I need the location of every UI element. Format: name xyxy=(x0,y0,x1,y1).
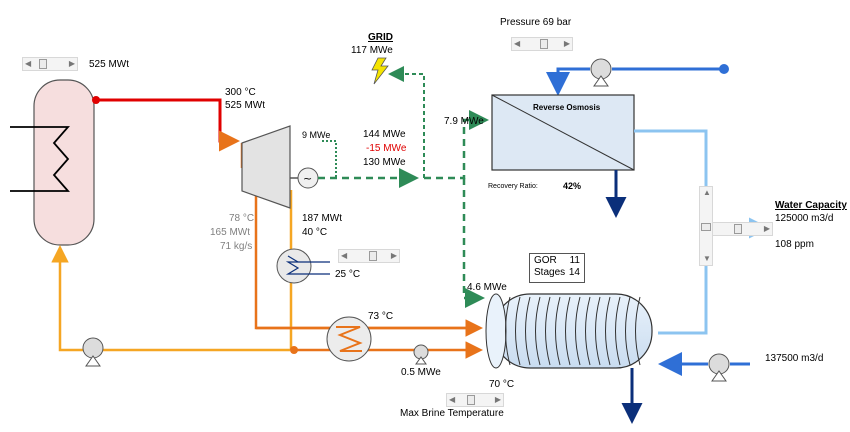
seawater-intake-label: 137500 m3/d xyxy=(765,353,824,364)
med-stage-arc xyxy=(555,296,561,366)
slider-up-arrow-icon[interactable]: ▲ xyxy=(703,188,711,197)
med-stage-arc xyxy=(595,296,601,366)
water-capacity-title: Water Capacity xyxy=(775,200,847,211)
condenser-power-label: 187 MWt xyxy=(302,213,343,224)
med-stage-arc xyxy=(615,296,621,366)
brine-heater xyxy=(326,316,372,362)
condenser-cooler xyxy=(276,248,330,284)
med-evaporator xyxy=(485,293,653,369)
slider-left-arrow-icon[interactable]: ◀ xyxy=(341,251,348,260)
lightning-icon xyxy=(371,57,389,85)
slider-down-arrow-icon[interactable]: ▼ xyxy=(703,254,711,263)
slider-left-arrow-icon[interactable]: ◀ xyxy=(514,39,521,48)
ro-feed-line xyxy=(558,67,724,90)
slider-thumb[interactable] xyxy=(369,251,377,261)
recovery-ratio-label: Recovery Ratio: xyxy=(488,183,538,190)
boiler-power-label: 525 MWt xyxy=(89,59,130,70)
ro-product-line xyxy=(634,129,708,186)
grid-power-label: 117 MWe xyxy=(351,45,393,56)
cooling-temp-slider[interactable]: ◀ ▶ xyxy=(338,249,400,263)
gor-label: GOR xyxy=(534,255,557,266)
electric-to-med-line xyxy=(462,178,485,308)
generator: ~ xyxy=(290,167,319,189)
seawater-pump xyxy=(708,353,730,382)
stages-value: 14 xyxy=(568,267,580,278)
grid-title: GRID xyxy=(368,32,393,43)
med-power-label: 4.6 MWe xyxy=(467,282,507,293)
gross-power-label: 144 MWe xyxy=(363,129,406,140)
med-stage-arc xyxy=(505,296,511,366)
med-stage-arc xyxy=(575,296,581,366)
brine-temp-slider[interactable]: ◀ ▶ xyxy=(446,393,504,407)
recovery-slider[interactable]: ▲ ▼ xyxy=(699,186,713,266)
aux-power-line xyxy=(322,140,337,178)
med-stage-arc xyxy=(545,296,551,366)
heater-temp-label: 73 °C xyxy=(368,311,394,322)
power-loss-label: -15 MWe xyxy=(366,143,407,154)
water-capacity-value: 125000 m3/d xyxy=(775,213,834,224)
med-stage-arc xyxy=(585,296,591,366)
feed-water-line xyxy=(51,245,290,352)
med-stage-arcs xyxy=(505,296,641,366)
slider-thumb[interactable] xyxy=(734,224,742,234)
steam-temp-label: 300 °C xyxy=(225,87,256,98)
med-stage-arc xyxy=(635,296,641,366)
slider-left-arrow-icon[interactable]: ◀ xyxy=(449,395,456,404)
feed-pump xyxy=(82,337,104,367)
ro-intake-node xyxy=(719,64,729,74)
cooler-temp-label: 25 °C xyxy=(335,269,361,280)
svg-text:~: ~ xyxy=(303,172,312,185)
slider-right-arrow-icon[interactable]: ▶ xyxy=(68,59,75,68)
ro-unit xyxy=(491,94,635,171)
med-stage-arc xyxy=(565,296,571,366)
stages-label: Stages xyxy=(534,267,566,278)
condenser-temp-label: 40 °C xyxy=(302,227,328,238)
water-salinity-label: 108 ppm xyxy=(775,239,814,250)
slider-thumb[interactable] xyxy=(467,395,475,405)
recovery-ratio-value: 42% xyxy=(563,181,582,191)
stages-row: Stages 14 xyxy=(534,267,580,279)
pump-power-label: 0.5 MWe xyxy=(401,367,441,378)
boiler-vessel xyxy=(10,79,95,246)
gor-row: GOR 11 xyxy=(534,255,580,267)
slider-thumb[interactable] xyxy=(701,223,711,231)
ro-power-label: 7.9 MWe xyxy=(444,116,484,127)
turbine xyxy=(241,125,291,209)
med-stage-arc xyxy=(605,296,611,366)
steam-node xyxy=(92,96,100,104)
return-flow-label: 71 kg/s xyxy=(220,241,253,252)
pressure-slider[interactable]: ◀ ▶ xyxy=(511,37,573,51)
electric-to-ro-line xyxy=(424,110,489,180)
slider-thumb[interactable] xyxy=(39,59,47,69)
ro-pump xyxy=(590,58,612,87)
med-stage-arc xyxy=(535,296,541,366)
med-stage-arc xyxy=(525,296,531,366)
gor-value: 11 xyxy=(569,255,580,266)
med-stage-arc xyxy=(515,296,521,366)
med-product-line xyxy=(658,266,708,335)
gor-stages-box: GOR 11 Stages 14 xyxy=(529,253,585,283)
pressure-label: Pressure 69 bar xyxy=(500,17,572,28)
ro-title: Reverse Osmosis xyxy=(533,103,601,112)
heater-node xyxy=(290,346,298,354)
return-power-label: 165 MWt xyxy=(210,227,251,238)
return-temp-label: 78 °C xyxy=(229,213,255,224)
slider-right-arrow-icon[interactable]: ▶ xyxy=(563,39,570,48)
slider-left-arrow-icon[interactable]: ◀ xyxy=(25,59,32,68)
brine-pump xyxy=(413,344,429,365)
slider-thumb[interactable] xyxy=(540,39,548,49)
brine-temp-slider-label: Max Brine Temperature xyxy=(400,408,504,419)
med-stage-arc xyxy=(625,296,631,366)
net-power-label: 130 MWe xyxy=(363,157,406,168)
steam-line xyxy=(96,98,240,152)
aux-power-label: 9 MWe xyxy=(302,130,331,140)
steam-power-label: 525 MWt xyxy=(225,100,266,111)
boiler-power-slider[interactable]: ◀ ▶ xyxy=(22,57,78,71)
slider-right-arrow-icon[interactable]: ▶ xyxy=(494,395,501,404)
brine-temp-label: 70 °C xyxy=(489,379,515,390)
slider-right-arrow-icon[interactable]: ▶ xyxy=(390,251,397,260)
slider-right-arrow-icon[interactable]: ▶ xyxy=(763,224,770,233)
